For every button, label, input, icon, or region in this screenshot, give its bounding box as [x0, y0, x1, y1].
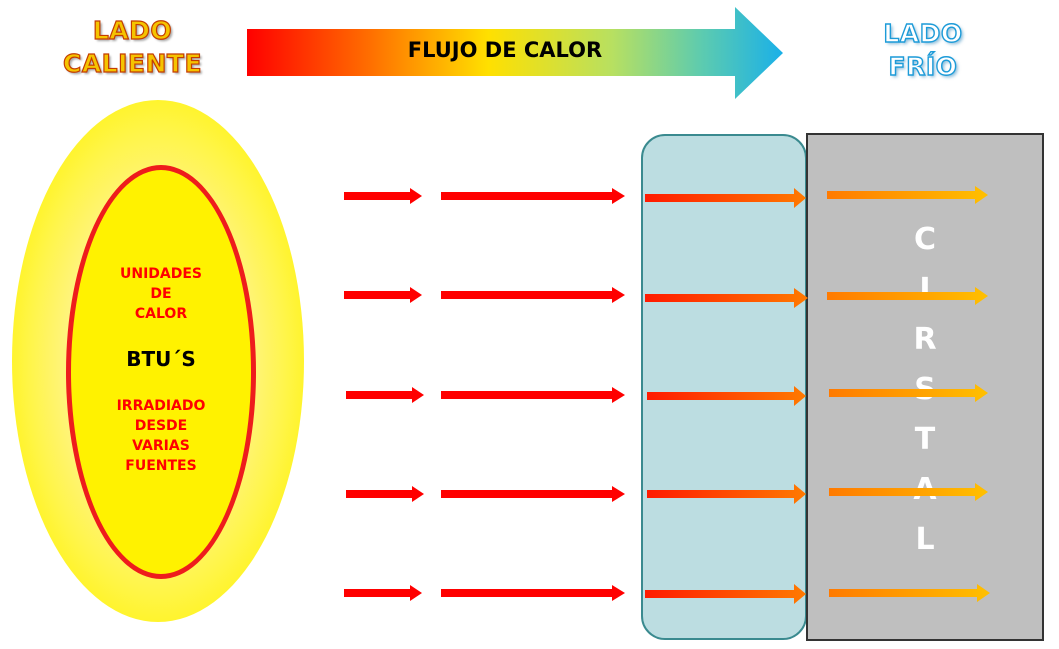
heat-ray-row — [346, 483, 988, 504]
hot-side-line2: CALIENTE — [62, 48, 203, 78]
red-ray-long — [441, 585, 625, 601]
cold-side-line2: FRÍO — [888, 51, 958, 81]
glass-ray — [829, 384, 988, 402]
red-ray-short — [344, 585, 422, 601]
glass-letter: R — [913, 322, 937, 357]
glass-ray — [827, 287, 988, 305]
red-ray-long — [441, 387, 625, 403]
btu-unit-label: BTU´S — [126, 347, 196, 371]
source-line5: DESDE — [134, 418, 188, 434]
pane-ray — [647, 386, 806, 406]
glass-ray — [829, 584, 990, 602]
heat-ray-row — [346, 384, 988, 406]
heat-flow-arrow — [247, 7, 783, 99]
cold-side-line1: LADO — [883, 18, 963, 48]
heat-ray-row — [344, 584, 990, 604]
hot-side-title: LADO CALIENTE — [40, 14, 225, 80]
red-ray-long — [441, 486, 625, 502]
source-line7: FUENTES — [125, 458, 197, 474]
glass-letter: C — [913, 222, 937, 257]
heat-source-core — [66, 165, 256, 579]
pane-ray — [647, 484, 806, 504]
heat-flow-label: FLUJO DE CALOR — [407, 38, 603, 62]
red-ray-short — [344, 188, 422, 204]
pane-ray — [645, 584, 806, 604]
source-line1: UNIDADES — [119, 266, 203, 282]
red-ray-short — [346, 387, 424, 403]
pane-ray — [645, 188, 806, 208]
red-ray-long — [441, 287, 625, 303]
heat-ray-row — [344, 186, 988, 208]
heat-ray-row — [344, 287, 988, 308]
red-ray-long — [441, 188, 625, 204]
source-line6: VARIAS — [132, 438, 190, 454]
source-line3: CALOR — [134, 306, 188, 322]
glass-panel — [806, 133, 1044, 641]
glass-ray — [829, 483, 988, 501]
hot-side-line1: LADO — [92, 15, 173, 45]
glass-letter: I — [919, 272, 931, 307]
red-ray-short — [346, 486, 424, 502]
window-pane — [641, 134, 807, 640]
source-line2: DE — [150, 286, 172, 302]
glass-letter: T — [914, 422, 936, 457]
glass-letter: L — [915, 522, 935, 557]
pane-ray — [645, 288, 808, 308]
source-line4: IRRADIADO — [116, 398, 206, 414]
red-ray-short — [344, 287, 422, 303]
cold-side-title: LADO FRÍO — [848, 17, 998, 83]
glass-ray — [827, 186, 988, 204]
